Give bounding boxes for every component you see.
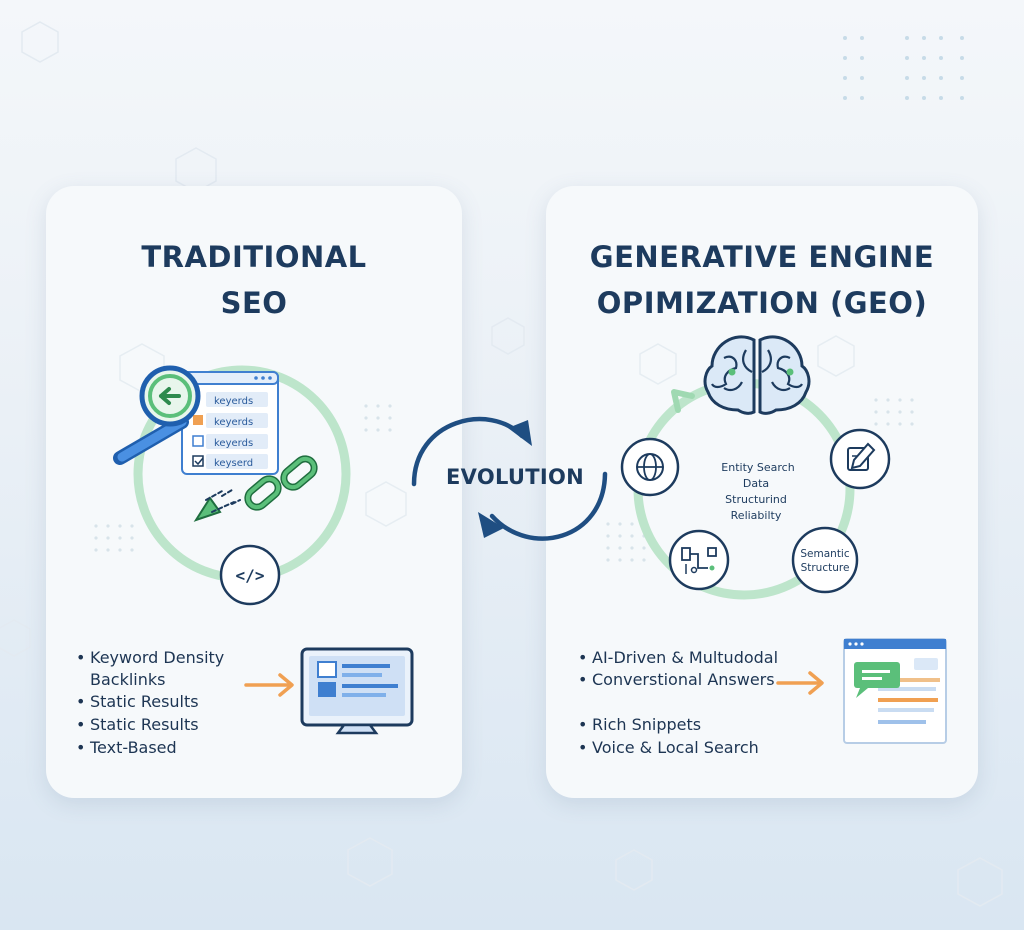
traditional-seo-card: TRADITIONAL SEO — [46, 186, 462, 798]
arrow-right-icon — [244, 673, 294, 697]
keyword-row: keyerds — [214, 396, 253, 407]
magnifier-icon — [113, 365, 201, 465]
keyword-row: keyserd — [214, 458, 253, 469]
list-item: •Voice & Local Search — [578, 738, 759, 757]
list-item: •AI-Driven & Multudodal — [578, 648, 779, 667]
semantic-structure-node: Semantic Structure — [791, 526, 859, 594]
traditional-seo-title: TRADITIONAL SEO — [46, 234, 462, 326]
svg-text:Entity Search: Entity Search — [721, 461, 794, 474]
svg-text:Reliabilty: Reliabilty — [731, 509, 782, 522]
list-item: •Keyword Density — [76, 648, 225, 667]
brain-icon — [703, 335, 811, 415]
arrow-right-icon — [776, 671, 824, 695]
geo-title: GENERATIVE ENGINE OPIMIZATION (GEO) — [546, 234, 978, 326]
evolution-label: EVOLUTION — [446, 465, 585, 489]
keyword-row: keyerds — [214, 417, 253, 428]
svg-text:Data: Data — [743, 477, 769, 490]
link-chain-icon — [193, 455, 318, 522]
monitor-icon — [300, 647, 414, 735]
svg-text:Structurind: Structurind — [725, 493, 787, 506]
title-line-1: TRADITIONAL — [141, 240, 367, 274]
list-item: Backlinks — [90, 670, 166, 689]
geo-illustration: Semantic Structure Entity Search Data St… — [606, 335, 947, 744]
svg-text:Semantic: Semantic — [800, 548, 849, 560]
list-item: •Rich Snippets — [578, 715, 702, 734]
seo-illustration: keyerds keyerds keyerds keyserd </> — [94, 343, 414, 735]
list-item: •Static Results — [76, 715, 199, 734]
geo-card: GENERATIVE ENGINE OPIMIZATION (GEO) — [546, 186, 978, 798]
title-line-2: SEO — [220, 286, 288, 320]
svg-text:Structure: Structure — [801, 562, 850, 574]
title-line-2: OPIMIZATION (GEO) — [596, 286, 928, 320]
chat-window-icon — [843, 638, 947, 744]
list-item: •Text-Based — [76, 738, 177, 757]
globe-icon — [620, 437, 680, 497]
keyword-window: keyerds keyerds keyerds keyserd — [181, 371, 279, 475]
edit-icon — [829, 428, 891, 490]
svg-text:</>: </> — [236, 566, 265, 585]
title-line-1: GENERATIVE ENGINE — [589, 240, 935, 274]
code-icon: </> — [219, 544, 281, 606]
list-item: •Static Results — [76, 692, 199, 711]
flow-icon — [668, 529, 730, 591]
geo-center-text: Entity Search Data Structurind Reliabilt… — [721, 461, 794, 522]
list-item: •Converstional Answers — [578, 670, 775, 689]
keyword-row: keyerds — [214, 438, 253, 449]
